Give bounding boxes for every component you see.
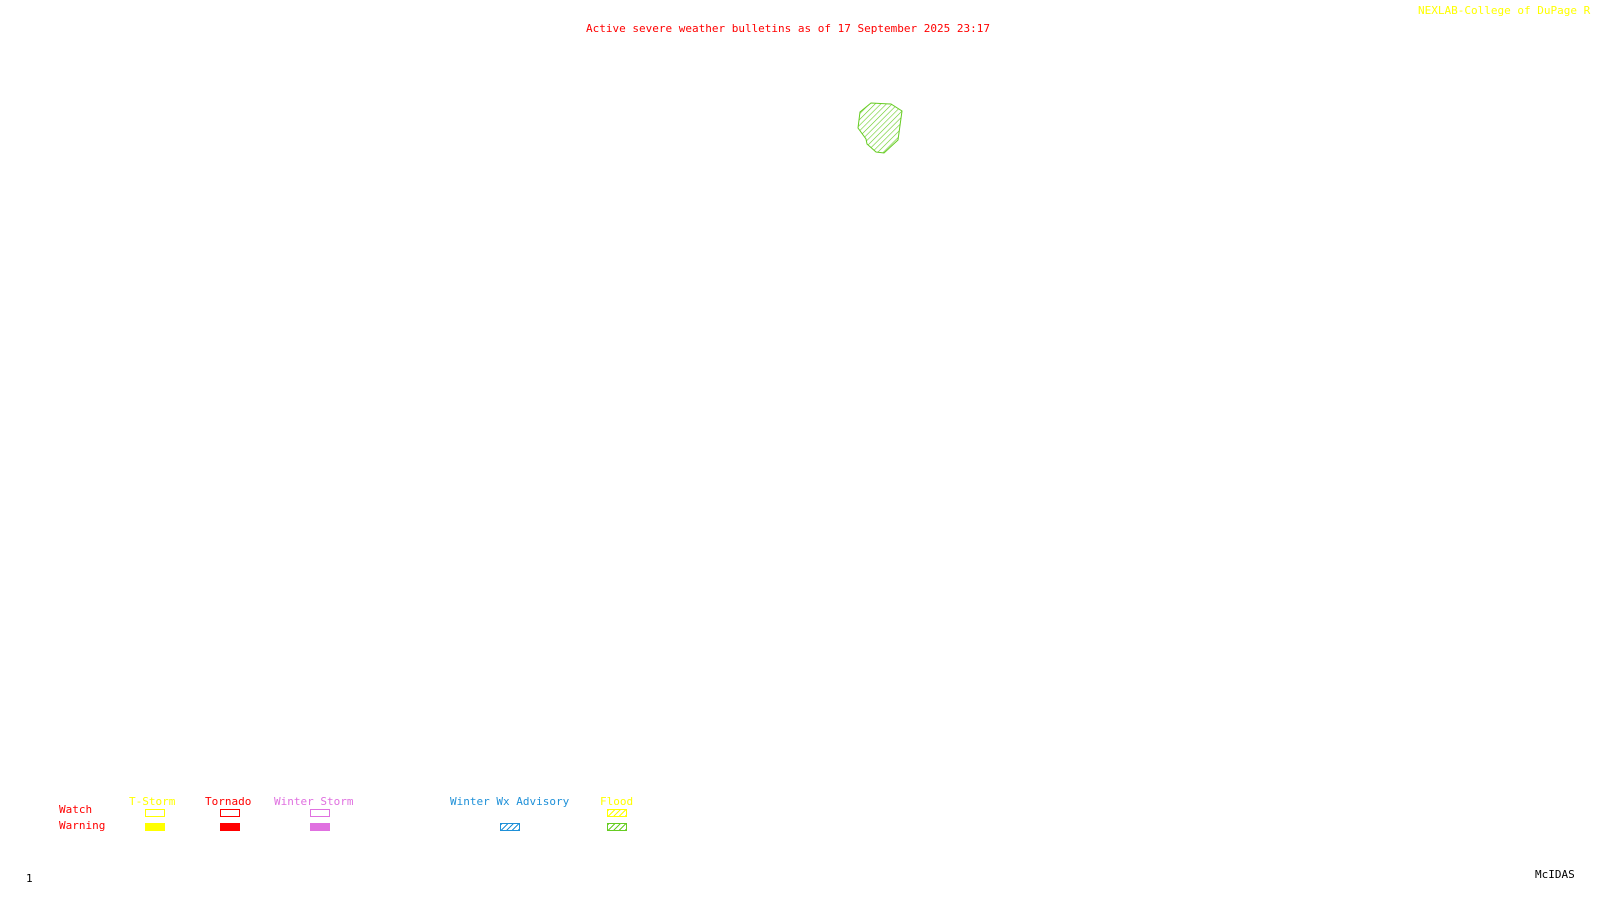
legend-tornado-label: Tornado xyxy=(205,795,252,808)
legend-winter-storm-label: Winter Storm xyxy=(274,795,354,808)
legend-winter-advisory-swatch xyxy=(500,823,520,831)
legend-flood-label: Flood xyxy=(600,795,634,808)
legend-tstorm-label: T-Storm xyxy=(129,795,176,808)
legend-tstorm-watch-swatch xyxy=(145,809,165,817)
legend-winter-storm-watch-swatch xyxy=(310,809,330,817)
legend-tornado-watch-swatch xyxy=(220,809,240,817)
software-label: McIDAS xyxy=(1535,868,1575,881)
legend-flood-watch-swatch xyxy=(607,809,627,817)
legend-tornado-warning-swatch xyxy=(220,823,240,831)
legend-flood-warning-swatch xyxy=(607,823,627,831)
legend-winter-advisory-label: Winter Wx Advisory xyxy=(450,795,570,808)
legend-row-warning: Warning xyxy=(59,819,106,832)
flood-warning-polygon xyxy=(857,102,903,154)
legend-winter-storm-warning-swatch xyxy=(310,823,330,831)
map-title: Active severe weather bulletins as of 17… xyxy=(586,22,990,35)
legend-tstorm-warning-swatch xyxy=(145,823,165,831)
frame-number: 1 xyxy=(26,872,33,885)
source-credit: NEXLAB-College of DuPage R xyxy=(1418,4,1591,17)
legend-row-watch: Watch xyxy=(59,803,93,816)
